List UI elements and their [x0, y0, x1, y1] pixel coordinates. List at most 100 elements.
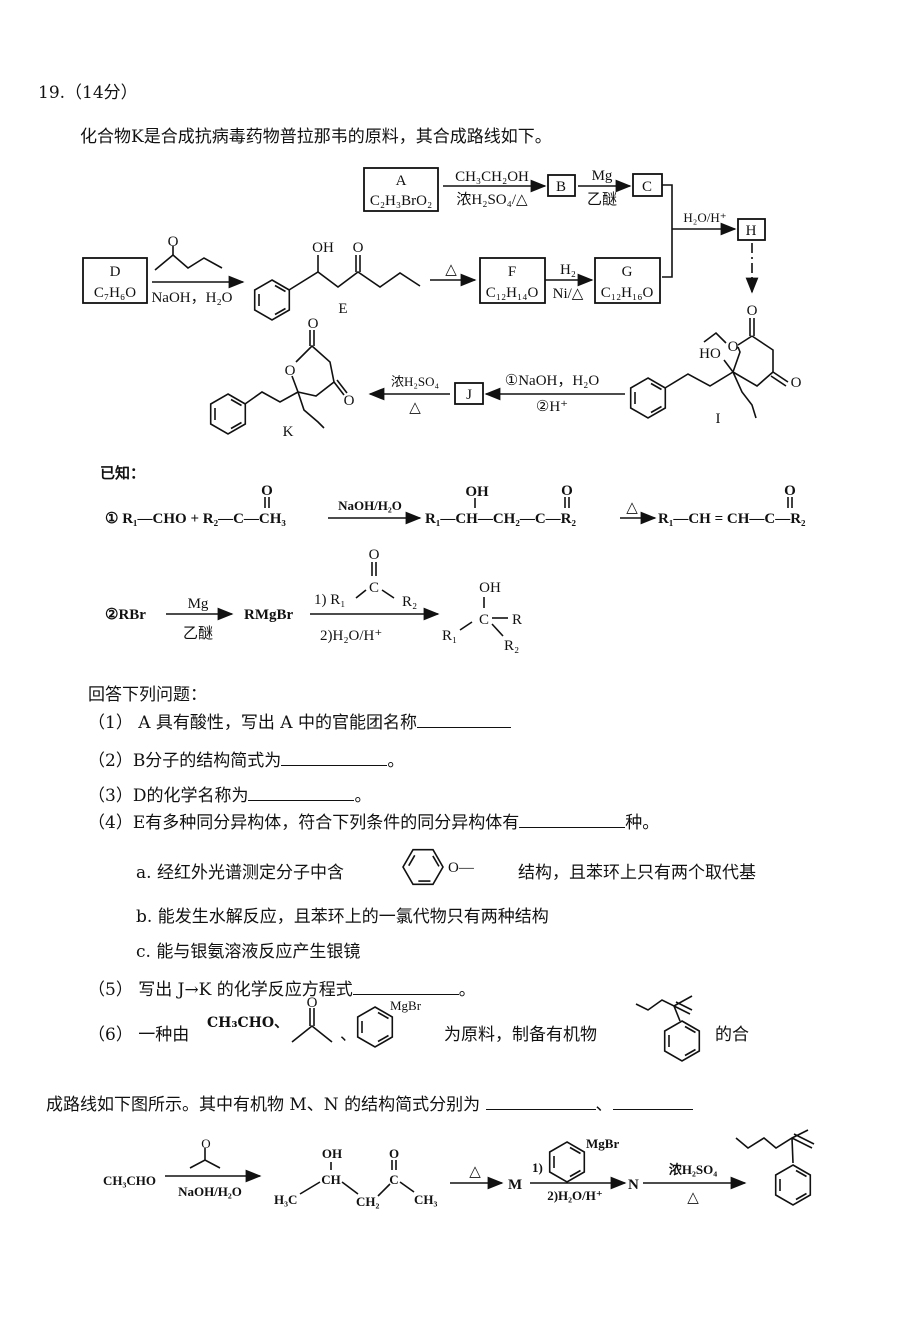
- bond-line: [723, 359, 734, 373]
- chem-label: C: [479, 612, 489, 628]
- chem-label: R₁—CH—CH₂—C—R₂: [425, 511, 576, 527]
- chem-label: OH: [479, 580, 501, 596]
- box-B: [547, 174, 576, 197]
- answer-blank-5[interactable]: [352, 978, 459, 995]
- chem-label: E: [338, 301, 347, 317]
- known-reactions: 已知： ① R₁—CHO + R₂—C—CH₃ O NaOH/H₂O R₁—CH…: [100, 464, 806, 654]
- chem-label: RMgBr: [244, 607, 293, 623]
- question-6: （6） 一种由: [88, 1025, 190, 1045]
- chem-label: R₁—CH = CH—C—R₂: [658, 511, 806, 527]
- benzene-ring: [629, 377, 667, 419]
- chem-label: O: [784, 483, 796, 499]
- bond-line: [732, 371, 757, 419]
- chem-label: C₂H₃BrO₂: [370, 193, 432, 209]
- chem-label: F: [508, 264, 516, 280]
- bond-line: [732, 371, 774, 387]
- bond-line: [244, 391, 299, 405]
- chem-label: 1) R₁: [314, 592, 345, 608]
- bond-line: [297, 391, 325, 429]
- question-2: （2）B分子的结构简式为。: [88, 749, 405, 771]
- chem-label: O: [285, 363, 296, 379]
- bond-line: [751, 335, 774, 372]
- benzene-ring: [253, 279, 291, 321]
- chem-label: A: [396, 173, 407, 189]
- chem-label: O: [308, 316, 319, 332]
- box-H: [737, 218, 766, 241]
- chem-label: O: [791, 375, 802, 391]
- chem-label: O: [369, 547, 380, 563]
- chem-label: C₁₂H₁₆O: [601, 285, 654, 301]
- chem-label: 浓H₂SO₄: [391, 374, 440, 389]
- chem-label: 乙醚: [587, 191, 617, 208]
- condition-a-cont: 结构，且苯环上只有两个取代基: [518, 863, 756, 883]
- chem-label: D: [110, 264, 121, 280]
- separator: 、: [340, 1025, 357, 1045]
- answer-blank-3[interactable]: [248, 784, 355, 801]
- chem-label: O: [561, 483, 573, 499]
- chem-label: C₁₂H₁₄O: [486, 285, 539, 301]
- chem-label: I: [716, 411, 721, 427]
- chem-label: C: [369, 580, 379, 596]
- chem-label: O: [747, 303, 758, 319]
- chem-label: R₁: [442, 628, 457, 644]
- reagent-acetaldehyde: CH₃CHO、: [207, 1015, 289, 1031]
- chem-label: NaOH，H₂O: [151, 290, 232, 306]
- bond-line: [491, 623, 504, 637]
- chem-label: 已知：: [100, 464, 145, 482]
- question-number: 19.（14分）: [38, 83, 138, 103]
- chem-label: ②H⁺: [536, 399, 568, 415]
- chem-label: OH: [465, 484, 489, 500]
- question-6-cont: 成路线如下图所示。其中有机物 M、N 的结构简式分别为 、: [46, 1090, 693, 1115]
- benzene-ring: [209, 393, 247, 435]
- chem-label: HO: [699, 346, 721, 362]
- chem-label: O: [728, 339, 739, 355]
- bond-line: [770, 375, 787, 387]
- condition-b: b. 能发生水解反应，且苯环上的一氯代物只有两种结构: [136, 907, 549, 927]
- answer-blank-2[interactable]: [281, 749, 388, 766]
- question-intro: 化合物K是合成抗病毒药物普拉那韦的原料，其合成路线如下。: [80, 127, 552, 147]
- box-J: [454, 382, 484, 405]
- chem-label: K: [283, 424, 294, 440]
- question-1: （1） A 具有酸性，写出 A 中的官能团名称: [88, 708, 511, 733]
- chem-label: NaOH/H₂O: [338, 498, 402, 513]
- bond-line: [288, 271, 421, 291]
- bond-line: [703, 331, 727, 344]
- box-G: [594, 257, 661, 304]
- chem-label: OH: [312, 240, 334, 256]
- questions-header: 回答下列问题：: [88, 685, 207, 705]
- question-3: （3）D的化学名称为。: [88, 784, 372, 806]
- bond-line: [737, 335, 753, 346]
- chem-label: C₇H₆O: [94, 285, 136, 301]
- chem-label: CH₃CH₂OH: [455, 169, 529, 185]
- bond-line: [772, 371, 789, 383]
- box-D: [82, 257, 148, 304]
- chem-label: R₂: [402, 594, 417, 610]
- box-F: [479, 257, 546, 304]
- answer-blank-N[interactable]: [612, 1093, 693, 1110]
- chem-label: △: [445, 262, 457, 278]
- answer-blank-M[interactable]: [485, 1093, 596, 1110]
- bond-line: [333, 381, 345, 396]
- answer-blank-1[interactable]: [416, 711, 511, 728]
- chem-label: △: [409, 400, 421, 416]
- chem-label: R: [512, 612, 522, 628]
- question-4: （4）E有多种同分异构体，符合下列条件的同分异构体有种。: [88, 811, 660, 833]
- answer-blank-4[interactable]: [519, 811, 626, 828]
- chem-label: H₂: [560, 262, 576, 278]
- chem-label: G: [622, 264, 633, 280]
- bond-line: [662, 184, 673, 278]
- bond-line: [459, 621, 473, 631]
- bond-line: [381, 589, 395, 599]
- chem-label: O: [261, 483, 273, 499]
- bond-line: [291, 375, 299, 393]
- bond-line: [732, 346, 741, 373]
- chem-label: 浓H₂SO₄/△: [456, 191, 528, 208]
- chem-label: H: [746, 223, 757, 239]
- chem-label: H₂O/H⁺: [683, 210, 726, 225]
- question-6-mid: 为原料，制备有机物: [444, 1025, 597, 1045]
- chem-label: R₂: [504, 638, 519, 654]
- chem-label: Mg: [188, 596, 209, 612]
- chem-label: ①NaOH，H₂O: [505, 373, 600, 389]
- chem-label: C: [642, 179, 652, 195]
